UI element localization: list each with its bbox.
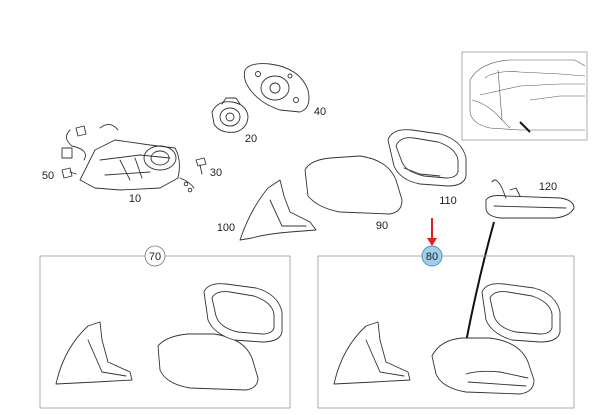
callout-70-circle[interactable]: 70: [144, 245, 166, 267]
callout-70-label: 70: [149, 251, 161, 263]
part-90-housing-cover: [304, 155, 403, 215]
group-70-frame: [39, 255, 291, 409]
part-110-mirror-glass: [387, 129, 467, 187]
callout-80-circle[interactable]: 80: [421, 245, 443, 267]
group-80-frame: [317, 255, 575, 409]
callout-100-label[interactable]: 100: [217, 222, 235, 234]
part-100-base-cover: [239, 179, 317, 241]
callout-90-label[interactable]: 90: [376, 220, 388, 232]
callout-20-label[interactable]: 20: [245, 133, 257, 145]
part-30-screw: [195, 157, 207, 175]
callout-110-label[interactable]: 110: [439, 195, 457, 207]
callout-80-label: 80: [426, 251, 438, 263]
callout-30-label[interactable]: 30: [210, 167, 222, 179]
car-inset: [461, 51, 588, 141]
callout-50-label[interactable]: 50: [42, 170, 54, 182]
callout-40-label[interactable]: 40: [314, 106, 326, 118]
part-40-carrier-plate: [243, 63, 310, 113]
part-20-motor: [211, 97, 249, 133]
part-10-housing-assembly: [61, 124, 195, 193]
red-arrow: [427, 218, 437, 246]
part-50-screw: [61, 167, 77, 179]
part-120-turn-signal: [485, 179, 575, 219]
leader-line-120: [465, 221, 495, 343]
callout-10-label[interactable]: 10: [129, 193, 141, 205]
callout-120-label[interactable]: 120: [539, 181, 557, 193]
